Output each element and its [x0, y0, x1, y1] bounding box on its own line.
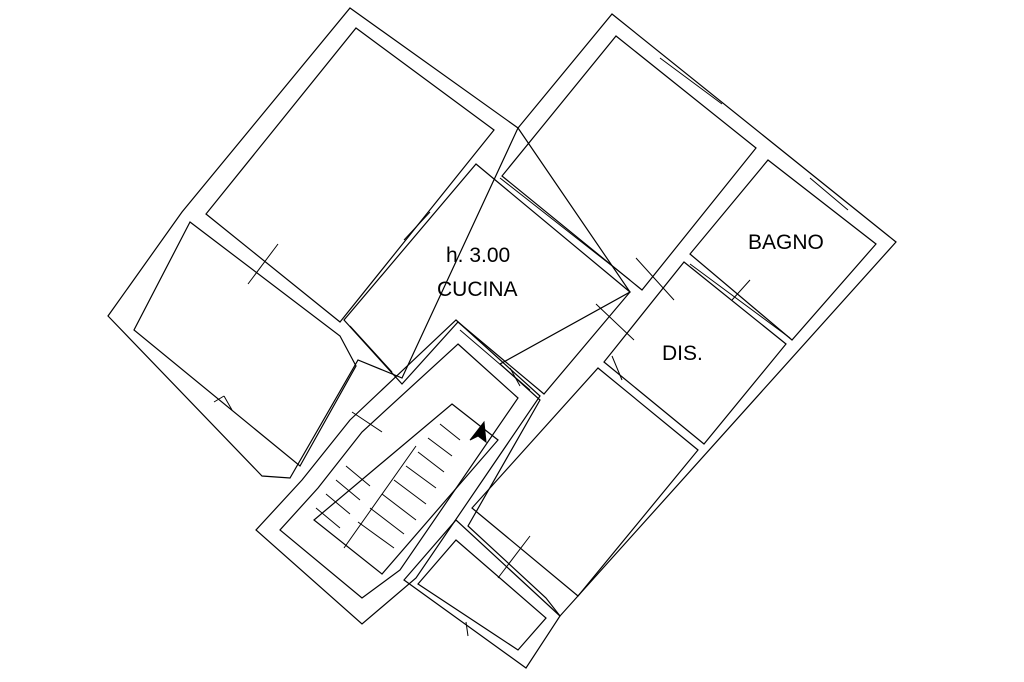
stair-well-inner — [279, 343, 519, 599]
ceiling-height-label: h. 3.00 — [446, 244, 511, 267]
wall-jamb — [213, 395, 225, 403]
wall-jamb — [465, 621, 469, 637]
kitchen-label: CUCINA — [437, 278, 518, 301]
left-block-walls — [107, 7, 519, 479]
bottom-annex-outer — [403, 519, 561, 669]
bathroom-wall — [689, 159, 877, 341]
hallway-label: DIS. — [662, 342, 703, 365]
arrow-up-left-icon — [469, 420, 487, 444]
left-block-inner-wall — [205, 27, 495, 323]
left-block-outer-wall — [107, 7, 519, 479]
stair-treads — [315, 423, 461, 549]
right-block-outer-wall — [467, 13, 897, 617]
stair-well-outer — [255, 319, 541, 625]
upper-right-room-wall — [501, 35, 757, 291]
bottom-annex-inner — [417, 539, 547, 651]
window-line — [809, 177, 849, 211]
window-line — [659, 57, 723, 105]
bottom-annex — [403, 519, 561, 669]
lower-right-room-wall — [471, 367, 699, 597]
staircase — [255, 319, 541, 625]
door-opening — [349, 325, 393, 373]
door-opening — [689, 263, 791, 339]
wall-break-marks — [247, 211, 751, 579]
right-block-walls — [467, 13, 897, 617]
wall-jamb — [223, 395, 233, 411]
hallway-wall — [603, 261, 787, 445]
bathroom-label: BAGNO — [748, 231, 824, 254]
lower-left-room-wall — [133, 221, 357, 467]
stair-handrail — [343, 445, 417, 549]
